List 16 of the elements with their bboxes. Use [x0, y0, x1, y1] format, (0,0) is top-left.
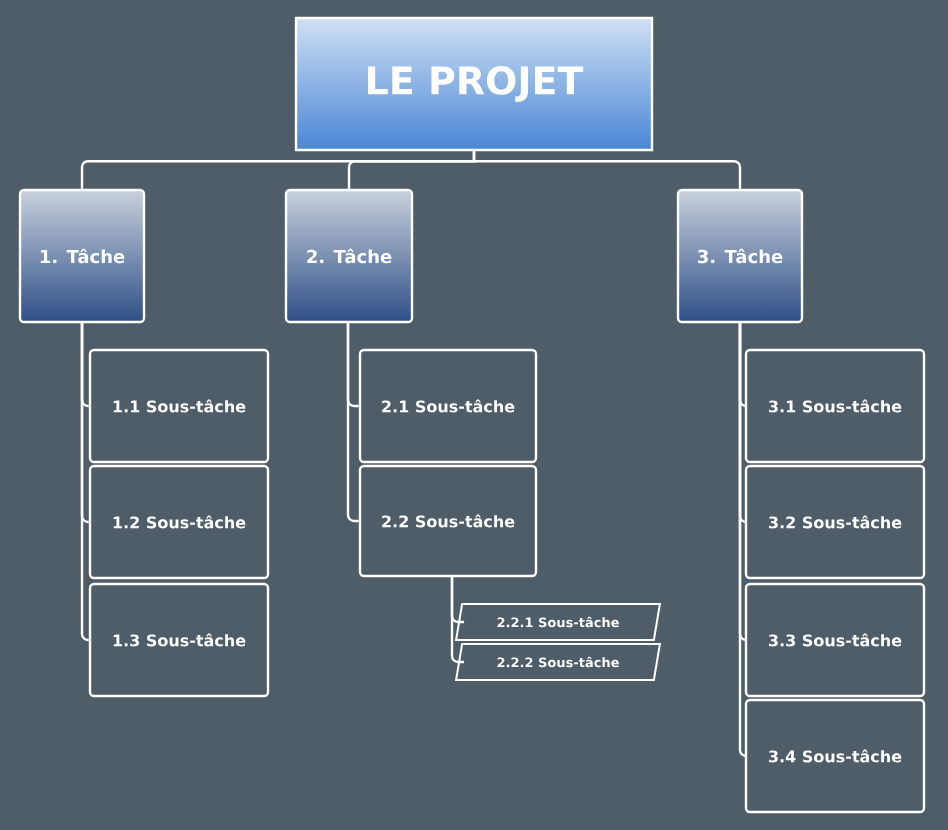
- connector-line: [738, 322, 748, 758]
- subtask-box: 1.2 Sous-tâche: [88, 464, 270, 580]
- task-box: 2. Tâche: [284, 188, 414, 324]
- title-box: LE PROJET: [294, 16, 654, 152]
- subtask-box: 1.3 Sous-tâche: [88, 582, 270, 698]
- subtask-box: 2.1 Sous-tâche: [358, 348, 538, 464]
- connector-line: [80, 322, 90, 642]
- subtask-box: 3.4 Sous-tâche: [744, 698, 926, 814]
- subtask-box: 3.3 Sous-tâche: [744, 582, 926, 698]
- task-box: 1. Tâche: [18, 188, 146, 324]
- subtask-box: 3.1 Sous-tâche: [744, 348, 926, 464]
- subtask-box: 3.2 Sous-tâche: [744, 464, 926, 580]
- connector-line: [450, 576, 465, 664]
- subtask-box: 2.2 Sous-tâche: [358, 464, 538, 578]
- task-box: 3. Tâche: [676, 188, 804, 324]
- subtask-box: 1.1 Sous-tâche: [88, 348, 270, 464]
